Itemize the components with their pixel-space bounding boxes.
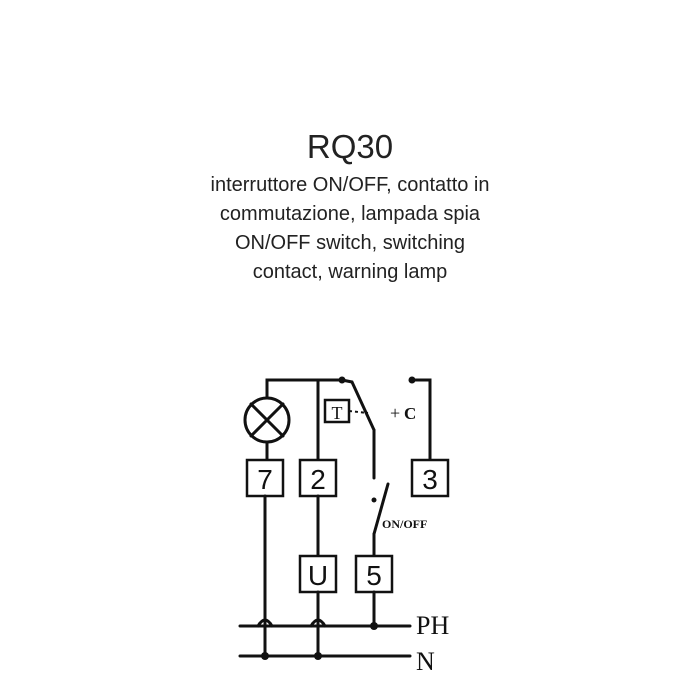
description-english-line-2: contact, warning lamp xyxy=(252,261,448,283)
crossover-hop-u xyxy=(309,618,327,628)
neutral-junction-dot-7 xyxy=(261,652,269,660)
contact-c-mark: + xyxy=(390,403,400,423)
terminal-3-label: 3 xyxy=(422,464,438,495)
phase-label: PH xyxy=(416,611,449,640)
neutral-junction-dot-u xyxy=(314,652,322,660)
switching-contact-blade xyxy=(340,378,376,432)
terminal-3-wire xyxy=(410,378,432,462)
terminal-7-label: 7 xyxy=(257,464,273,495)
terminal-u-box xyxy=(298,554,338,594)
onoff-switch-blade xyxy=(372,482,390,536)
terminal-2-label: 2 xyxy=(310,464,326,495)
description-english-line-1: ON/OFF switch, switching xyxy=(234,232,466,254)
terminal-u-label: U xyxy=(308,560,328,591)
phase-junction-dot xyxy=(370,622,378,630)
terminal-5-box xyxy=(354,554,394,594)
contact-c-label: C xyxy=(404,404,416,423)
neutral-label: N xyxy=(416,647,435,676)
top-bus-wire xyxy=(265,378,344,400)
terminal-5-label: 5 xyxy=(366,560,382,591)
model-title: RQ30 xyxy=(306,128,394,165)
terminal-3-box xyxy=(410,458,450,498)
terminal-2-box xyxy=(298,458,338,498)
thermostat-label: T xyxy=(332,403,343,423)
crossover-hop-7 xyxy=(256,618,274,628)
description-italian-line-2: commutazione, lampada spia xyxy=(219,203,481,225)
onoff-label: ON/OFF xyxy=(382,517,427,531)
description-italian-line-1: interruttore ON/OFF, contatto in xyxy=(210,174,490,196)
